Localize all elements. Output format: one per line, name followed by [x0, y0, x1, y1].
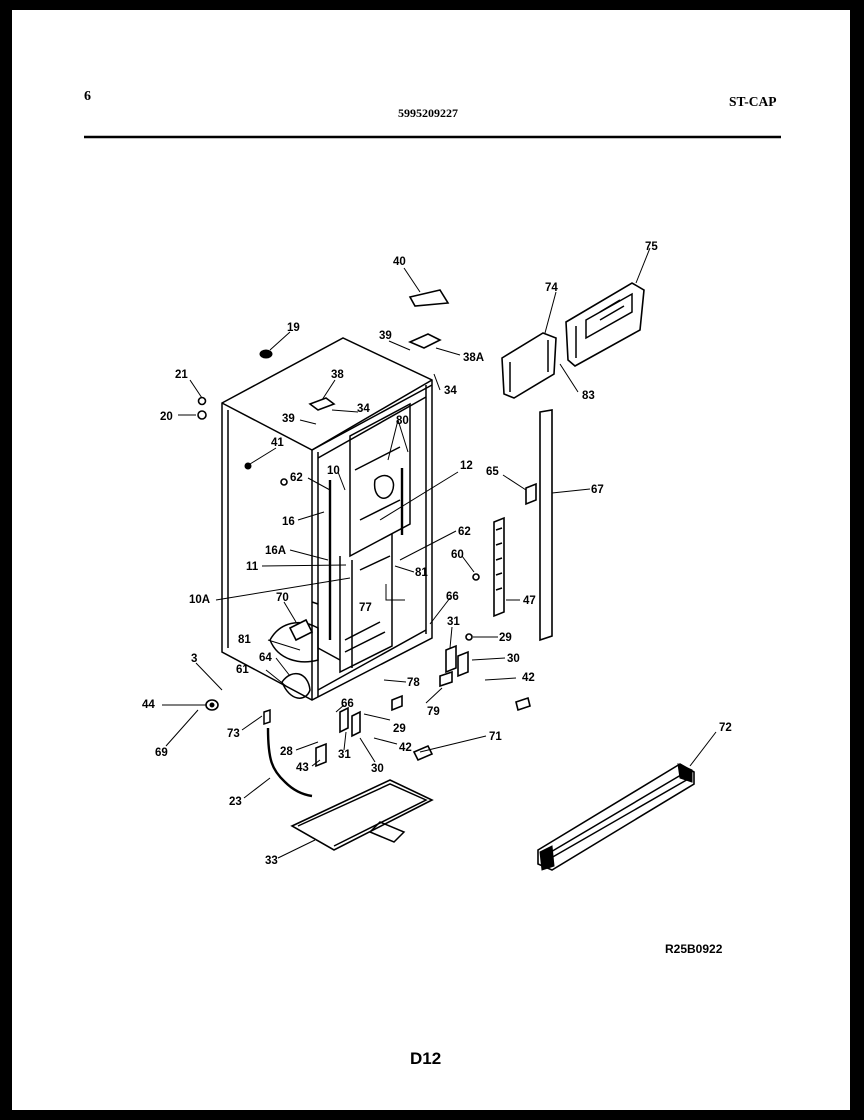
callout-label: 77: [359, 602, 372, 614]
page-code: D12: [410, 1049, 442, 1068]
callout-label: 74: [545, 282, 558, 294]
callout-label: 34: [357, 403, 370, 415]
callout-label: 31: [338, 749, 351, 761]
callout-label: 29: [393, 723, 406, 735]
callout-label: 62: [458, 526, 471, 538]
callout-label: 20: [160, 411, 173, 423]
callout-label: 62: [290, 472, 303, 484]
callout-label: 3: [191, 653, 197, 665]
callout-label: 30: [371, 763, 384, 775]
callout-label: 12: [460, 460, 473, 472]
callout-label: 78: [407, 677, 420, 689]
cabinet-shell: [221, 337, 433, 701]
callout-label: 64: [259, 652, 272, 664]
callout-label: 30: [507, 653, 520, 665]
part-number: 5995209227: [398, 106, 458, 120]
callout-label: 60: [451, 549, 464, 561]
callout-label: 39: [282, 413, 295, 425]
callout-label: 43: [296, 762, 309, 774]
small-parts: [197, 282, 695, 871]
callout-label: 42: [522, 672, 535, 684]
callout-label: 81: [238, 634, 251, 646]
callout-label: 21: [175, 369, 188, 381]
callout-label: 11: [246, 561, 259, 573]
callout-label: 72: [719, 722, 732, 734]
callout-label: 38A: [463, 352, 484, 364]
callout-label: 66: [446, 591, 459, 603]
callout-label: 69: [155, 747, 168, 759]
callout-label: 29: [499, 632, 512, 644]
callout-label: 47: [523, 595, 536, 607]
callout-label: 39: [379, 330, 392, 342]
callout-label: 83: [582, 390, 595, 402]
model-code: ST-CAP: [729, 94, 777, 109]
callout-label: 44: [142, 699, 155, 711]
callout-label: 65: [486, 466, 499, 478]
callout-label: 16A: [265, 545, 286, 557]
callout-label: 23: [229, 796, 242, 808]
callout-label: 41: [271, 437, 284, 449]
diagram-sheet: [12, 10, 850, 1110]
callout-label: 70: [276, 592, 289, 604]
callout-label: 71: [489, 731, 502, 743]
page-number: 6: [84, 89, 91, 104]
figure-id: R25B0922: [665, 942, 723, 956]
callout-label: 38: [331, 369, 344, 381]
callout-label: 19: [287, 322, 300, 334]
callout-label: 33: [265, 855, 278, 867]
callout-label: 16: [282, 516, 295, 528]
callout-label: 40: [393, 256, 406, 268]
callout-label: 79: [427, 706, 440, 718]
callout-label: 80: [396, 415, 409, 427]
callout-label: 34: [444, 385, 457, 397]
callout-label: 31: [447, 616, 460, 628]
callout-label: 66: [341, 698, 354, 710]
leader-lines: [162, 247, 717, 859]
callout-labels: 40 75 74 19 39 38A 21 38 34 20 39 34 80 …: [142, 241, 732, 867]
callout-label: 42: [399, 742, 412, 754]
callout-label: 10: [327, 465, 340, 477]
callout-label: 10A: [189, 594, 210, 606]
callout-label: 28: [280, 746, 293, 758]
callout-label: 67: [591, 484, 604, 496]
callout-label: 73: [227, 728, 240, 740]
callout-label: 61: [236, 664, 249, 676]
callout-label: 81: [415, 567, 428, 579]
callout-label: 75: [645, 241, 658, 253]
